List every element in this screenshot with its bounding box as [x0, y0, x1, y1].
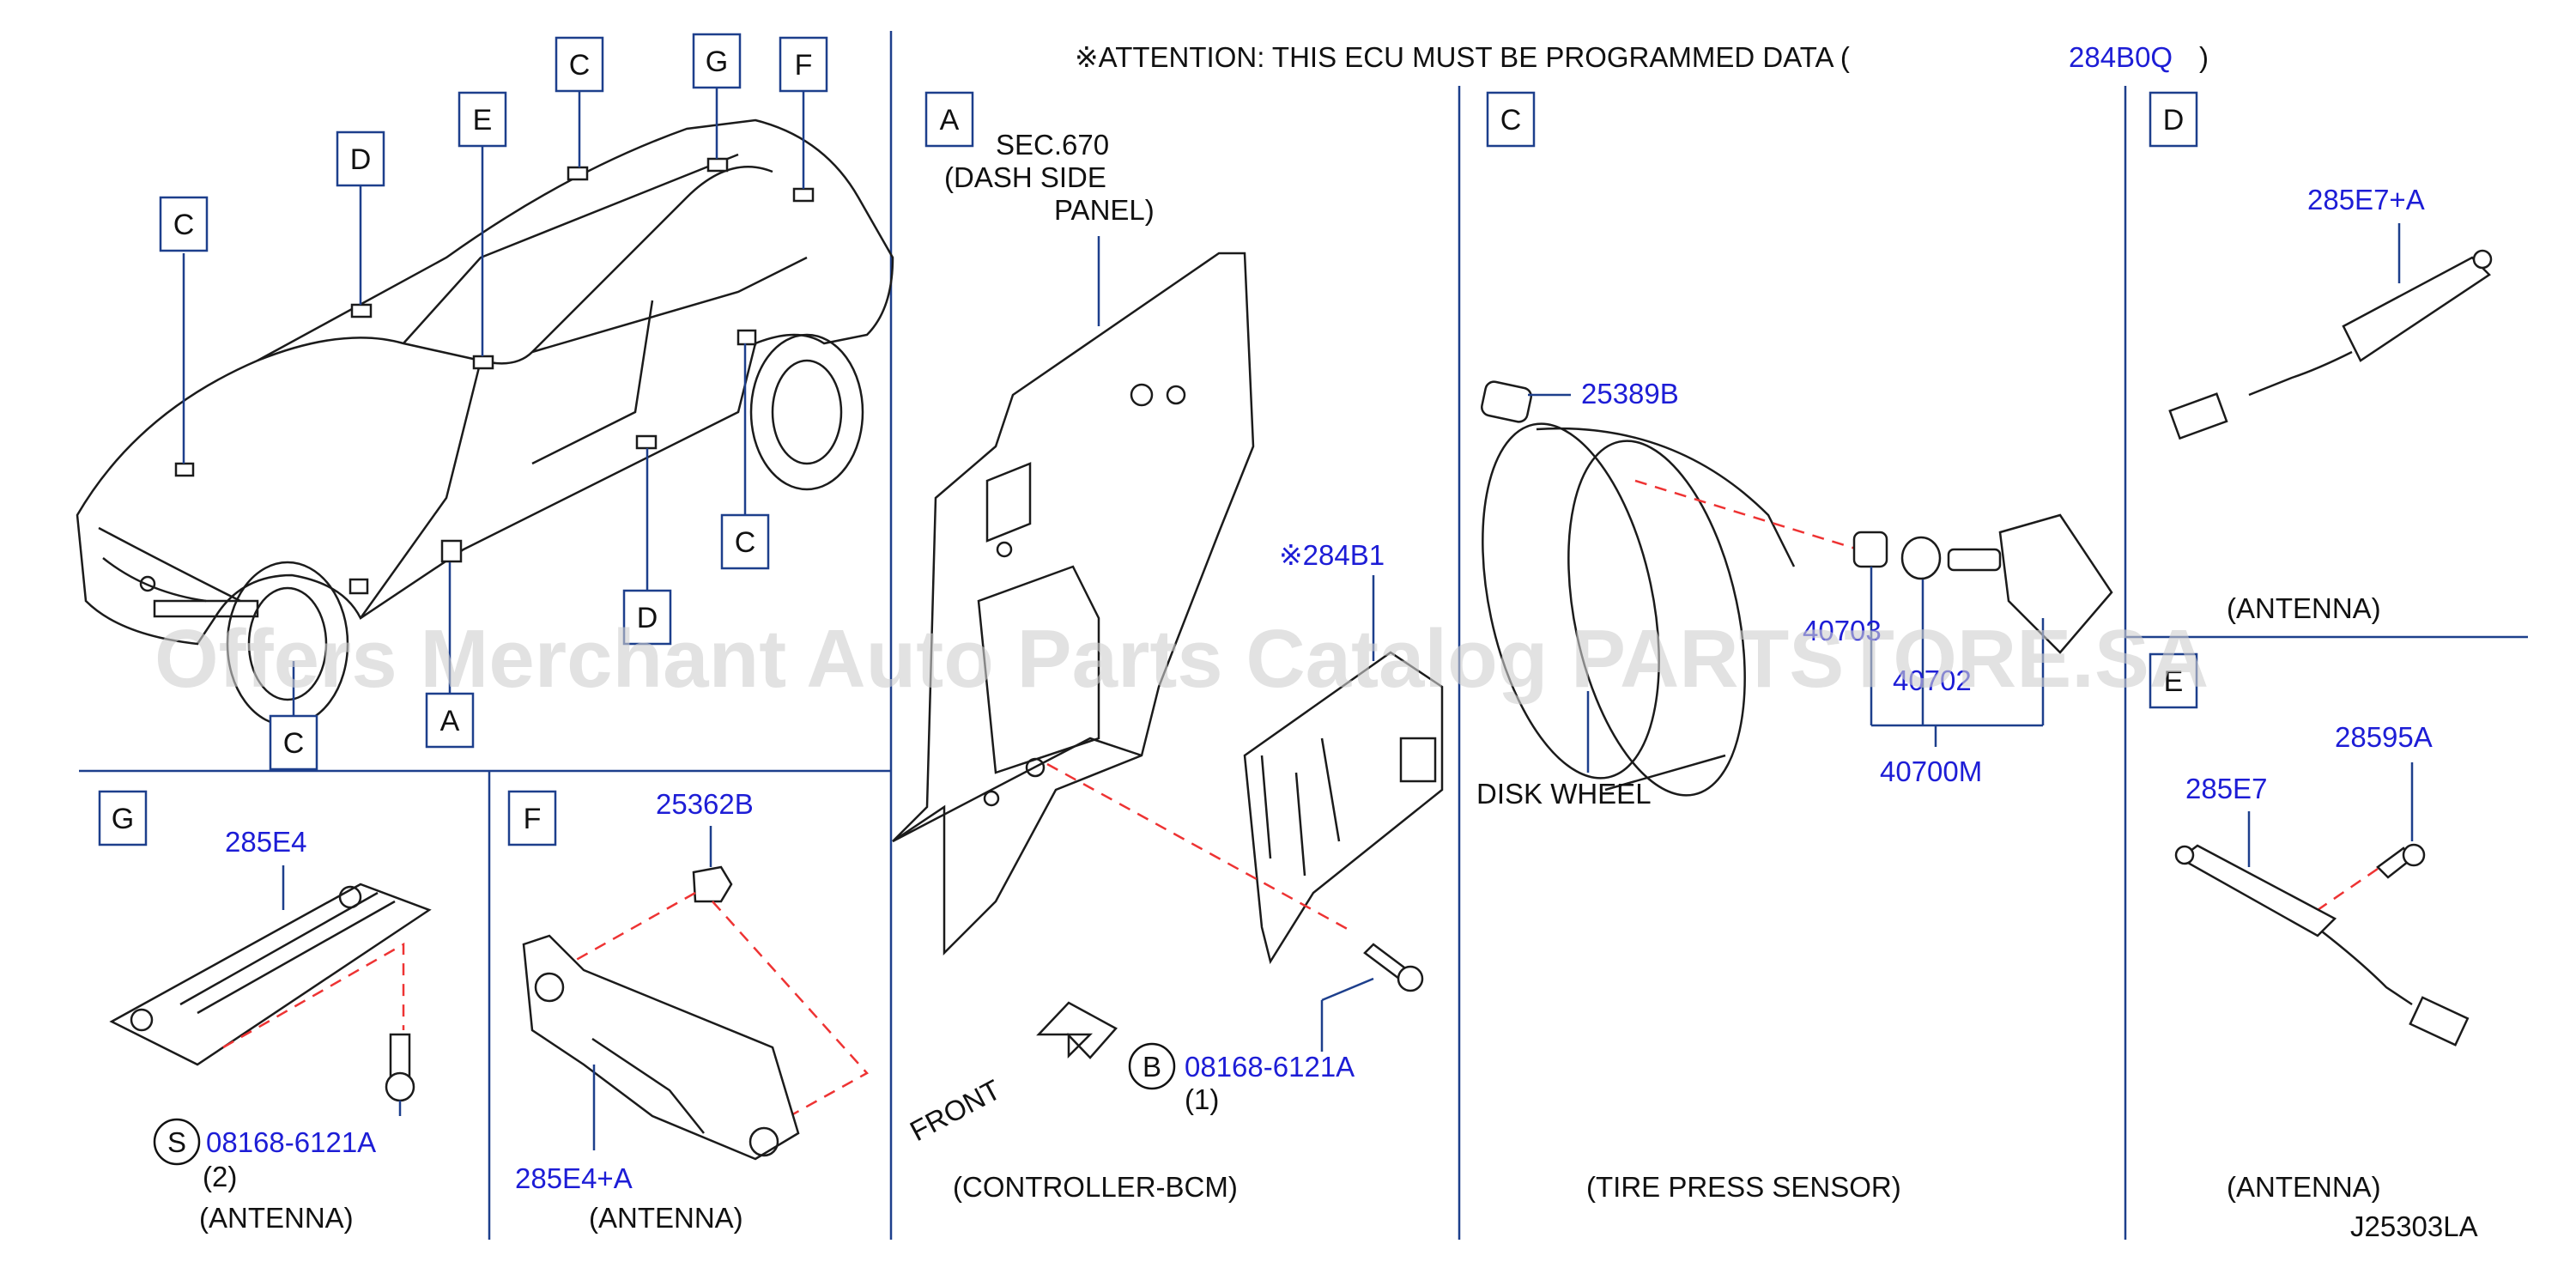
callout-d-door[interactable]: D: [622, 589, 672, 646]
callout-e-console[interactable]: E: [458, 91, 507, 148]
callout-f-trunk[interactable]: F: [779, 36, 828, 93]
part-number-antenna-d[interactable]: 285E7+A: [2307, 184, 2425, 215]
svg-text:C: C: [283, 727, 305, 760]
sec-ref-line3: PANEL): [1054, 194, 1155, 226]
svg-text:E: E: [2164, 665, 2184, 698]
tire-pressure-sensor: [1998, 513, 2113, 654]
svg-text:C: C: [1500, 104, 1522, 136]
svg-text:E: E: [473, 104, 493, 136]
part-number-sensor[interactable]: 40700M: [1880, 755, 1982, 787]
front-label: FRONT: [905, 1073, 1006, 1147]
part-number-nut-f[interactable]: 25362B: [656, 788, 754, 820]
antenna-d: [2342, 256, 2491, 362]
caption-tire-press-sensor: (TIRE PRESS SENSOR): [1586, 1171, 1901, 1203]
part-number-valve-cap[interactable]: 25389B: [1581, 378, 1679, 410]
circle-b-indicator: B: [1128, 1042, 1176, 1090]
section-g: G 285E4 S 08168-6121A (2) (ANTENNA): [98, 790, 432, 1234]
section-a: A SEC.670 (DASH SIDE PANEL) ※284B1 B 081…: [892, 91, 1444, 1203]
svg-text:C: C: [569, 49, 591, 82]
section-e: E 28595A 285E7 (ANTENNA): [2149, 652, 2470, 1203]
part-number-bolt-e[interactable]: 28595A: [2335, 721, 2433, 753]
part-number-bolt-g[interactable]: 08168-6121A: [206, 1126, 376, 1158]
antenna-e: [2178, 844, 2337, 937]
car-callout-leaders: [182, 86, 805, 718]
part-number-valve-2[interactable]: 40702: [1893, 664, 1972, 696]
svg-text:D: D: [2163, 104, 2185, 136]
attention-part-number[interactable]: 284B0Q: [2069, 41, 2173, 73]
svg-text:D: D: [350, 143, 372, 176]
bolt-g-qty: (2): [203, 1161, 237, 1192]
svg-text:D: D: [637, 602, 658, 634]
antenna-f: [522, 934, 800, 1161]
sec-ref-line2: (DASH SIDE: [944, 161, 1106, 193]
dash-side-panel: [892, 252, 1255, 956]
bcm-bolt-qty: (1): [1185, 1083, 1219, 1115]
svg-text:F: F: [524, 803, 542, 835]
section-a-letter: A: [924, 91, 974, 148]
section-dividers: [79, 31, 2528, 1240]
diagram-code: J25303LA: [2350, 1210, 2478, 1242]
section-c-letter: C: [1486, 91, 1536, 148]
callout-a-dash-side[interactable]: A: [425, 692, 475, 749]
section-e-letter: E: [2149, 652, 2198, 709]
part-number-bcm-bolt[interactable]: 08168-6121A: [1185, 1051, 1355, 1083]
callout-c-front-wheel[interactable]: C: [269, 714, 318, 771]
caption-antenna-g: (ANTENNA): [199, 1202, 354, 1234]
part-number-bcm[interactable]: ※284B1: [1279, 539, 1385, 571]
disk-wheel-label: DISK WHEEL: [1476, 778, 1652, 810]
car-callouts: C D E C G F C D: [159, 33, 828, 771]
callout-c-roof[interactable]: C: [555, 36, 604, 93]
part-number-antenna-e[interactable]: 285E7: [2185, 773, 2267, 804]
callout-c-hood[interactable]: C: [159, 196, 209, 252]
valve-nut: [1852, 531, 1888, 568]
section-d: D 285E7+A (ANTENNA): [2149, 91, 2493, 624]
caption-controller-bcm: (CONTROLLER-BCM): [953, 1171, 1238, 1203]
section-d-letter: D: [2149, 91, 2198, 148]
section-f-letter: F: [507, 790, 557, 846]
attention-header: ※ATTENTION: THIS ECU MUST BE PROGRAMMED …: [1075, 41, 2209, 73]
caption-antenna-d: (ANTENNA): [2227, 592, 2381, 624]
callout-c-rear-wheel[interactable]: C: [720, 513, 770, 570]
antenna-f-nut: [692, 865, 733, 903]
watermark: Offers Merchant Auto Parts Catalog PARTS…: [155, 613, 2209, 705]
caption-antenna-f: (ANTENNA): [589, 1202, 743, 1234]
section-f: F 25362B 285E4+A (ANTENNA): [507, 788, 869, 1234]
front-arrow-icon: [1036, 1001, 1118, 1059]
car-illustration: [76, 118, 894, 727]
sec-ref-line1: SEC.670: [996, 129, 1109, 161]
svg-text:A: A: [440, 705, 460, 737]
circle-s-indicator: S: [153, 1118, 201, 1166]
part-number-valve-1[interactable]: 40703: [1803, 615, 1882, 646]
svg-text:B: B: [1143, 1051, 1161, 1083]
section-g-letter: G: [98, 790, 148, 846]
antenna-g: [109, 883, 432, 1066]
attention-close-paren: ): [2199, 41, 2209, 73]
section-c: C 25389B DISK WHEEL 40703 40702 40700M (…: [1476, 91, 2113, 1203]
valve-cap: [1481, 380, 1532, 423]
antenna-g-bolt: [389, 1033, 411, 1079]
svg-text:G: G: [706, 46, 728, 78]
svg-text:S: S: [167, 1126, 186, 1158]
part-number-antenna-f[interactable]: 285E4+A: [515, 1162, 633, 1194]
bcm-module: [1243, 651, 1444, 965]
valve-grommet: [1900, 536, 1942, 580]
attention-text: ※ATTENTION: THIS ECU MUST BE PROGRAMMED …: [1075, 41, 1850, 73]
svg-text:C: C: [735, 526, 756, 559]
svg-text:G: G: [112, 803, 134, 835]
part-number-antenna-g[interactable]: 285E4: [225, 826, 306, 858]
svg-text:C: C: [173, 209, 195, 241]
svg-text:F: F: [795, 49, 813, 82]
svg-text:A: A: [940, 104, 960, 136]
caption-antenna-e: (ANTENNA): [2227, 1171, 2381, 1203]
callout-g-roof[interactable]: G: [692, 33, 742, 89]
callout-d-dash[interactable]: D: [336, 130, 385, 187]
